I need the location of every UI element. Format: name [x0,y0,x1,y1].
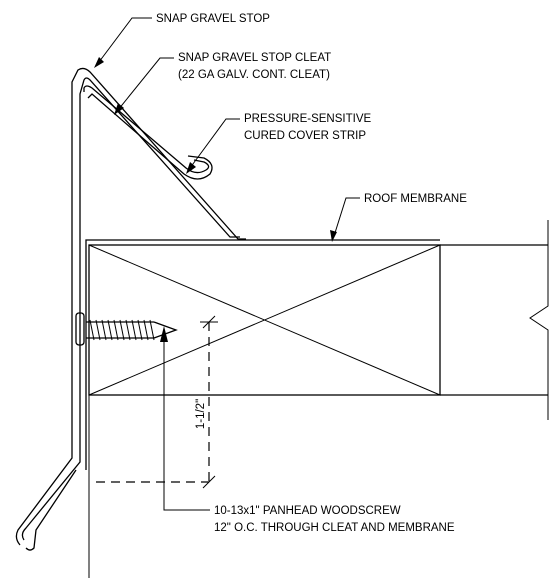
snap-gravel-stop-leader [94,17,152,68]
label-cover-line2: CURED COVER STRIP [244,130,366,142]
snap-gravel-stop-cleat [83,85,213,180]
woodscrew [86,319,178,341]
label-screw-line1: 10-13x1" PANHEAD WOODSCREW [214,505,401,517]
screw-head [75,312,85,346]
label-cover-line1: PRESSURE-SENSITIVE [244,113,371,125]
label-screw-line2: 12" O.C. THROUGH CLEAT AND MEMBRANE [214,522,455,534]
label-cleat-line1: SNAP GRAVEL STOP CLEAT [178,52,331,64]
dimension-text: 1-1/2" [195,399,207,429]
roof-membrane [85,239,440,470]
label-roof-membrane: ROOF MEMBRANE [364,193,467,205]
cleat-leader [114,57,174,115]
wood-nailer [88,244,441,396]
roof-substrate [440,220,549,420]
label-snap-gravel-stop: SNAP GRAVEL STOP [156,13,270,25]
break-line [529,220,549,420]
label-cleat-line2: (22 GA GALV. CONT. CLEAT) [178,69,330,81]
screw-leader [160,326,210,511]
dimension-1-1-2: 1-1/2" [96,315,218,489]
cover-strip-leader [186,118,240,174]
snap-gravel-stop [15,67,246,551]
roof-membrane-leader [330,197,360,242]
